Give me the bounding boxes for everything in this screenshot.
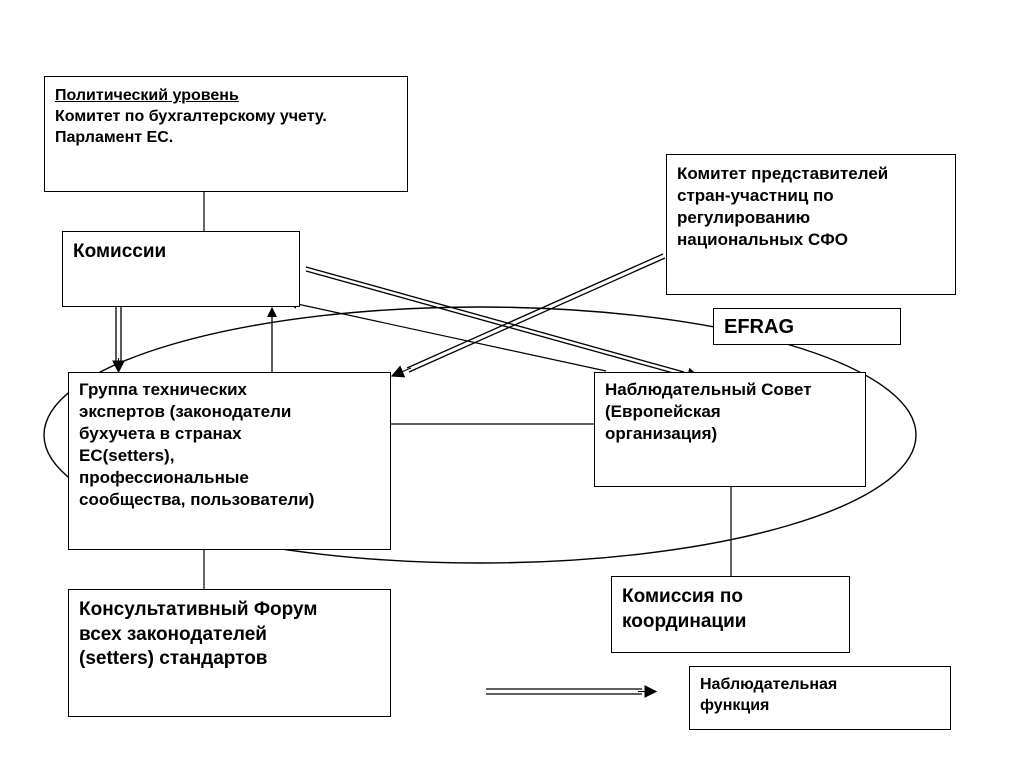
efrag-box: EFRAG xyxy=(713,308,901,345)
supervisory-line: (Европейская xyxy=(605,402,721,422)
committee-line: национальных СФО xyxy=(677,230,848,250)
supervisory-line: Наблюдательный Совет xyxy=(605,380,812,399)
commission-label: Комиссии xyxy=(73,241,167,262)
political-level-heading: Политический уровень xyxy=(55,87,239,104)
double-arrow-committee-to-tech xyxy=(390,253,666,378)
political-line: Комитет по бухгалтерскому учету. xyxy=(55,107,327,125)
efrag-ellipse xyxy=(43,306,917,564)
supervisory-line: организация) xyxy=(605,424,718,444)
political-line: Парламент ЕС. xyxy=(55,128,174,146)
tech-group-line: бухучета в странах xyxy=(79,424,242,444)
legend-line: функция xyxy=(700,696,770,714)
committee-line: регулированию xyxy=(677,208,811,228)
coordination-line: координации xyxy=(622,610,747,632)
legend-line: Наблюдательная xyxy=(700,676,838,693)
committee-line: стран-участниц по xyxy=(677,186,834,206)
consultative-forum-box: Консультативный Форум всех законодателей… xyxy=(68,589,391,717)
commission-box: Комиссии xyxy=(62,231,300,307)
forum-line: всех законодателей xyxy=(79,623,267,645)
coordination-line: Комиссия по xyxy=(622,586,743,607)
double-arrow-commission-to-supervisory xyxy=(305,266,701,381)
arrow-supervisory-to-commission xyxy=(287,299,607,372)
tech-group-line: экспертов (законодатели xyxy=(79,402,292,422)
technical-experts-group-box: Группа технических экспертов (законодате… xyxy=(68,372,391,550)
forum-line: (setters) стандартов xyxy=(79,648,268,670)
coordination-commission-box: Комиссия по координации xyxy=(611,576,850,653)
double-arrow-commission-to-tech xyxy=(112,307,125,374)
political-level-box: Политический уровень Комитет по бухгалте… xyxy=(44,76,408,192)
forum-line: Консультативный Форум xyxy=(79,599,318,620)
tech-group-line: профессиональные xyxy=(79,468,249,488)
tech-group-line: Группа технических xyxy=(79,380,248,399)
tech-group-line: сообщества, пользователи) xyxy=(79,490,315,510)
legend-double-arrow xyxy=(486,685,658,698)
efrag-label: EFRAG xyxy=(724,316,794,338)
supervisory-board-box: Наблюдательный Совет (Европейская органи… xyxy=(594,372,866,487)
member-states-committee-box: Комитет представителей стран-участниц по… xyxy=(666,154,956,295)
tech-group-line: ЕС(setters), xyxy=(79,446,175,466)
committee-line: Комитет представителей xyxy=(677,164,889,183)
legend-box: Наблюдательная функция xyxy=(689,666,951,730)
